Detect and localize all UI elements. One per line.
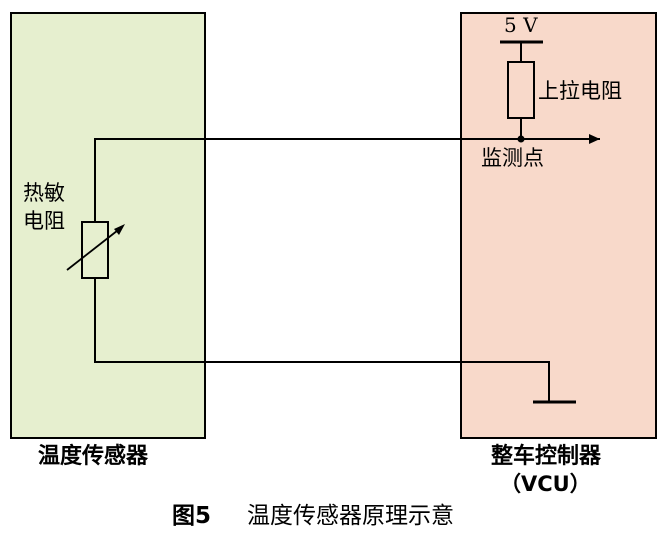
figure-number: 图5	[172, 503, 212, 529]
figure-title: 温度传感器原理示意	[247, 503, 454, 529]
vcu-block	[460, 12, 657, 439]
arrow-icon	[589, 134, 600, 144]
sensor-caption: 温度传感器	[38, 444, 149, 469]
top-wire	[94, 138, 600, 222]
junction-dot	[517, 135, 525, 143]
supply-label: 5 V	[504, 13, 538, 37]
vcu-caption-line2: （VCU）	[500, 472, 591, 496]
resistor-label-line2: 电阻	[23, 209, 65, 233]
thermistor-symbol	[66, 221, 125, 279]
vcu-caption-line1: 整车控制器	[491, 444, 602, 469]
pullup-label: 上拉电阻	[538, 79, 622, 103]
resistor-label-line1: 热敏	[23, 181, 65, 205]
bottom-wire	[94, 278, 550, 402]
monitor-label: 监测点	[481, 146, 544, 170]
